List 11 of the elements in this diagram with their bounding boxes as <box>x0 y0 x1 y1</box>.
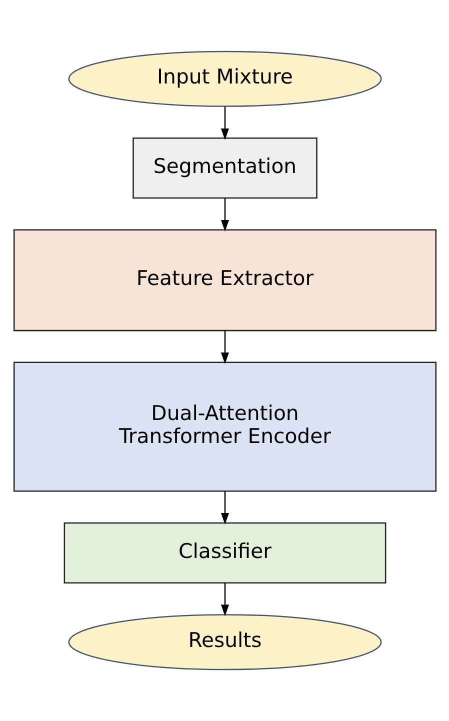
node-ellipse: Results <box>68 614 382 670</box>
arrow <box>220 106 229 140</box>
arrow <box>220 491 229 524</box>
node-ellipse: Input Mixture <box>68 50 382 107</box>
node-box: Classifier <box>63 522 386 584</box>
node-box: Feature Extractor <box>12 229 436 332</box>
arrow <box>220 198 229 232</box>
node-box: Dual-Attention Transformer Encoder <box>12 362 436 492</box>
node-box: Segmentation <box>132 138 317 199</box>
arrow <box>220 583 229 616</box>
arrow <box>220 330 229 364</box>
